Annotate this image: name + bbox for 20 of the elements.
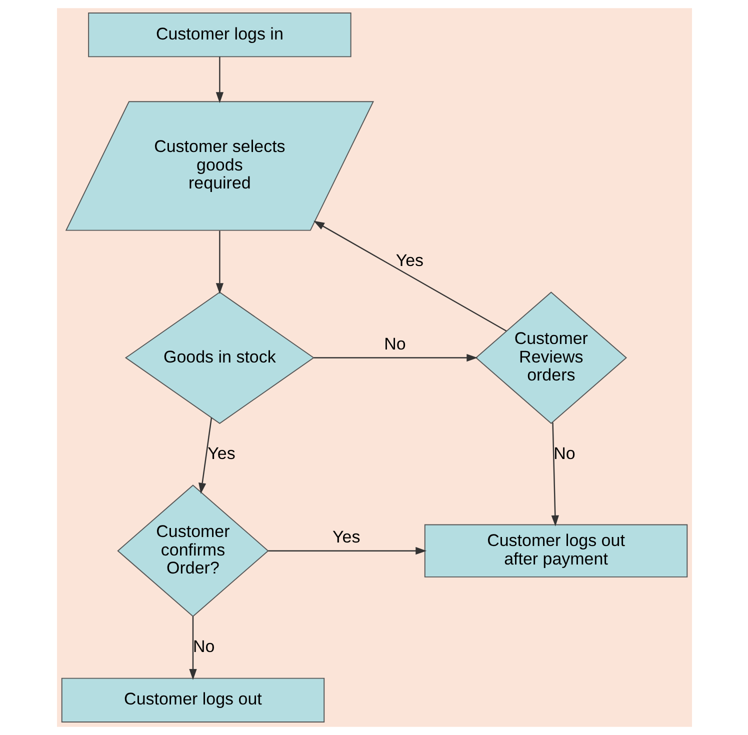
node-box: Customer logs out — [60, 678, 324, 723]
node-diamond: Goods in stock — [124, 292, 314, 424]
node-diamond: Customer Reviews orders — [474, 292, 626, 424]
arrow — [313, 354, 478, 362]
arrow — [188, 616, 196, 680]
node-diamond: Customer confirms Order? — [116, 484, 268, 618]
arrow — [550, 422, 558, 526]
arrow — [215, 230, 224, 294]
node-box: Customer logs out after payment — [424, 524, 688, 578]
edge-label: Yes — [332, 528, 360, 547]
arrow — [198, 418, 212, 494]
edge-label: Yes — [207, 444, 235, 463]
arrow — [313, 220, 506, 332]
arrow — [268, 547, 426, 555]
node-box: Customer logs in — [88, 12, 351, 58]
arrow — [215, 56, 224, 104]
edge-label: No — [192, 636, 214, 656]
edge-label: Yes — [395, 250, 424, 270]
edge-label: No — [553, 444, 575, 463]
edge-label: No — [384, 334, 406, 354]
